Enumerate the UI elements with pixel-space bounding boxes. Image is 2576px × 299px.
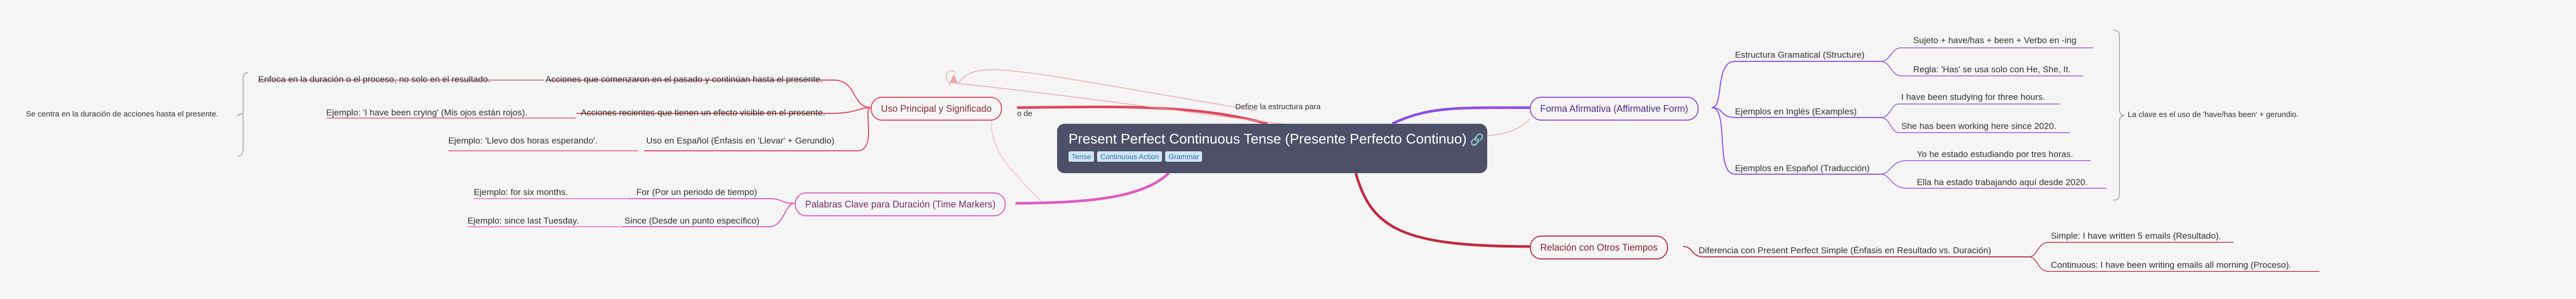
forma-edge-label: Define la estructura para [1235, 102, 1321, 111]
tag-tense[interactable]: Tense [1069, 151, 1095, 162]
forma-en-item-1[interactable]: I have been studying for three hours. [1901, 92, 2045, 102]
uso-item-2-note: Ejemplo: 'I have been crying' (Mis ojos … [326, 108, 528, 118]
branch-palabras-clave[interactable]: Palabras Clave para Duración (Time Marke… [795, 192, 1006, 216]
palabras-item-2[interactable]: Since (Desde un punto específico) [624, 216, 759, 226]
branch-forma-afirmativa[interactable]: Forma Afirmativa (Affirmative Form) [1530, 97, 1699, 121]
relacion-group[interactable]: Diferencia con Present Perfect Simple (É… [1699, 245, 1992, 255]
tag-grammar[interactable]: Grammar [1165, 151, 1203, 162]
uso-item-3[interactable]: Uso en Español (Énfasis en 'Llevar' + Ge… [646, 136, 835, 146]
central-topic[interactable]: Present Perfect Continuous Tense (Presen… [1057, 124, 1487, 173]
uso-edge-label: o de [1017, 109, 1033, 118]
tag-continuous-action[interactable]: Continuous Action [1097, 151, 1163, 162]
uso-item-1[interactable]: Acciones que comenzaron en el pasado y c… [545, 74, 823, 84]
palabras-item-2-note: Ejemplo: since last Tuesday. [468, 216, 579, 226]
forma-summary: La clave es el uso de 'have/has been' + … [2128, 110, 2299, 119]
uso-item-3-note: Ejemplo: 'Llevo dos horas esperando'. [448, 136, 598, 146]
forma-es-item-2[interactable]: Ella ha estado trabajando aquí desde 202… [1917, 177, 2088, 187]
forma-structure-item-1[interactable]: Sujeto + have/has + been + Verbo en -ing [1913, 35, 2077, 45]
branch-relacion-tiempos[interactable]: Relación con Otros Tiempos [1530, 236, 1669, 259]
branch-uso-principal[interactable]: Uso Principal y Significado [871, 97, 1003, 121]
uso-summary: Se centra en la duración de acciones has… [26, 110, 219, 119]
forma-group-structure[interactable]: Estructura Gramatical (Structure) [1735, 50, 1865, 60]
link-icon[interactable]: 🔗 [1470, 133, 1484, 146]
topic-tags: Tense Continuous Action Grammar [1069, 151, 1476, 162]
forma-group-examples-es[interactable]: Ejemplos en Español (Traducción) [1735, 163, 1870, 173]
central-topic-title: Present Perfect Continuous Tense (Presen… [1069, 131, 1467, 147]
uso-item-2[interactable]: Acciones recientes que tienen un efecto … [581, 108, 825, 118]
palabras-item-1-note: Ejemplo: for six months. [474, 187, 568, 197]
uso-item-1-note: Enfoca en la duración o el proceso, no s… [258, 74, 491, 84]
relacion-item-2[interactable]: Continuous: I have been writing emails a… [2051, 260, 2292, 270]
forma-structure-item-2[interactable]: Regla: 'Has' se usa solo con He, She, It… [1913, 64, 2071, 74]
forma-es-item-1[interactable]: Yo he estado estudiando por tres horas. [1917, 149, 2073, 159]
forma-group-examples-en[interactable]: Ejemplos en Inglés (Examples) [1735, 107, 1857, 116]
palabras-item-1[interactable]: For (Por un periodo de tiempo) [636, 187, 757, 197]
forma-en-item-2[interactable]: She has been working here since 2020. [1901, 121, 2057, 131]
relacion-item-1[interactable]: Simple: I have written 5 emails (Resulta… [2051, 231, 2221, 241]
